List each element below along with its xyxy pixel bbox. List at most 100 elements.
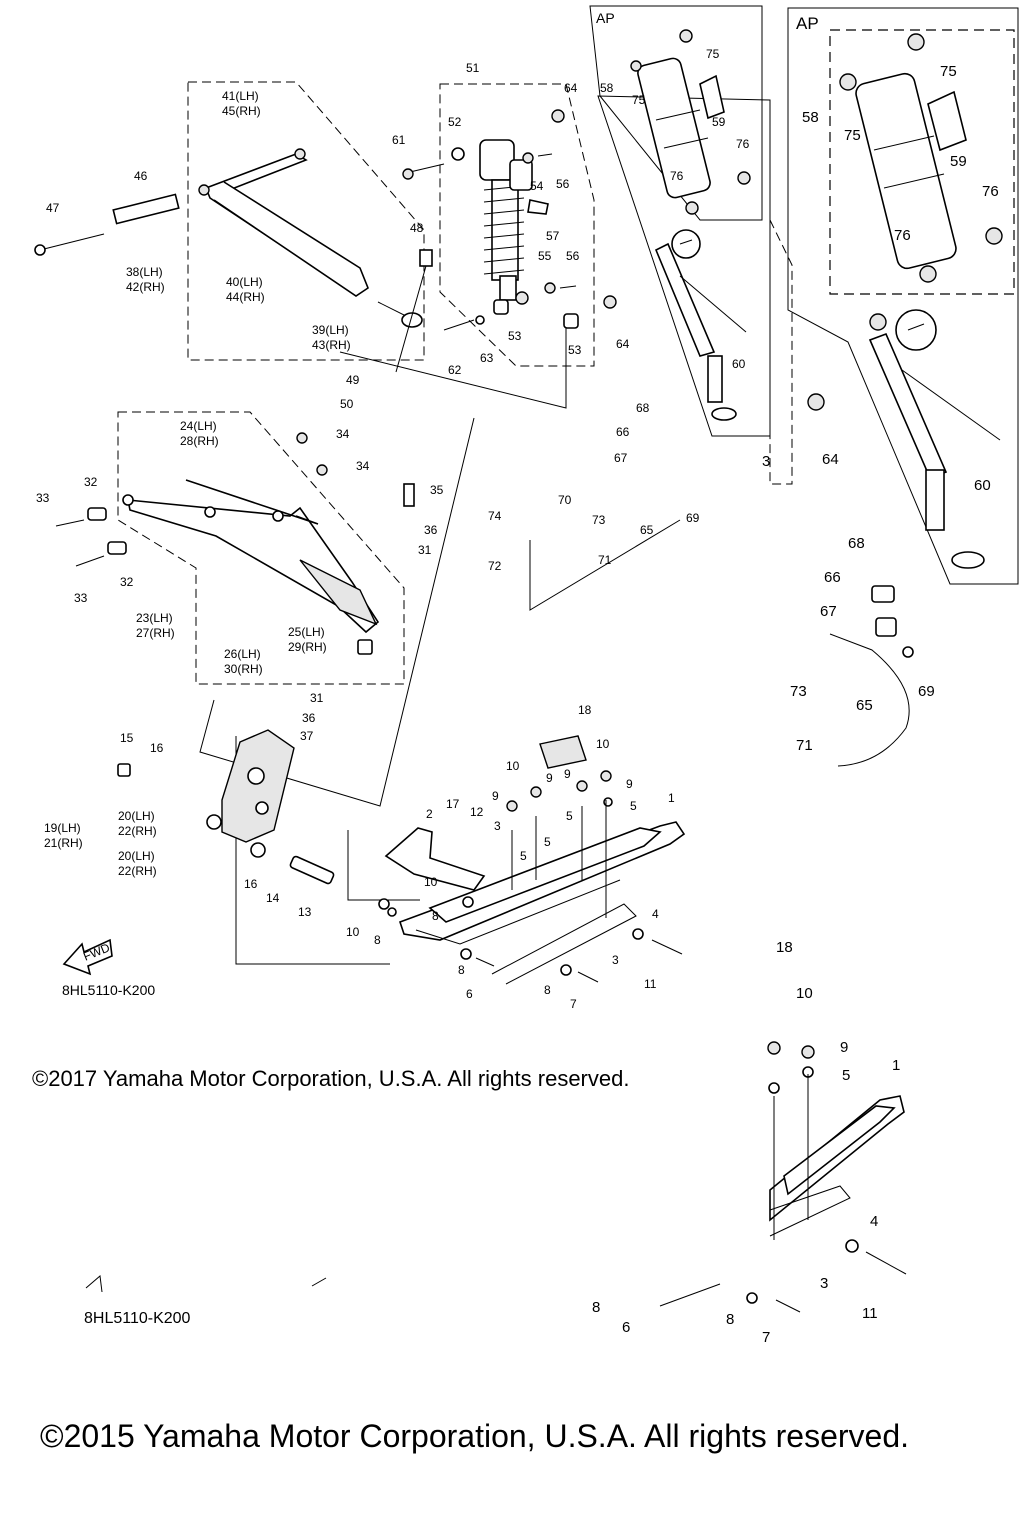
svg-text:9: 9 bbox=[492, 789, 499, 803]
lower-a-arm bbox=[122, 479, 380, 634]
bolt-33b bbox=[75, 555, 105, 567]
svg-text:14: 14 bbox=[266, 891, 280, 905]
svg-text:60: 60 bbox=[732, 357, 746, 371]
svg-text:4: 4 bbox=[870, 1213, 878, 1230]
svg-text:20(LH): 20(LH) bbox=[118, 809, 155, 823]
svg-text:25(LH): 25(LH) bbox=[288, 625, 325, 639]
ap-adjuster-large bbox=[868, 309, 1001, 569]
fwd-arrow-icon: FWD bbox=[62, 938, 113, 976]
collar-54 bbox=[522, 152, 534, 164]
svg-text:49: 49 bbox=[346, 373, 360, 387]
svg-text:10: 10 bbox=[346, 925, 360, 939]
svg-text:2: 2 bbox=[426, 807, 433, 821]
svg-text:39(LH): 39(LH) bbox=[312, 323, 349, 337]
svg-text:32: 32 bbox=[120, 575, 134, 589]
svg-text:6: 6 bbox=[466, 987, 473, 1001]
bush-53a bbox=[493, 299, 509, 315]
svg-text:33: 33 bbox=[74, 591, 88, 605]
svg-text:54: 54 bbox=[530, 179, 544, 193]
lower-arm-group-box bbox=[117, 411, 405, 685]
svg-text:71: 71 bbox=[796, 737, 813, 754]
bushing-46 bbox=[112, 193, 180, 225]
callouts-top: 41(LH) 45(RH) 46 47 38(LH) 42(RH) 40(LH)… bbox=[36, 47, 750, 1011]
svg-text:17: 17 bbox=[446, 797, 460, 811]
svg-text:9: 9 bbox=[840, 1039, 848, 1056]
brake-cable-large bbox=[829, 585, 914, 767]
svg-text:67: 67 bbox=[614, 451, 628, 465]
ap-label-small: AP bbox=[596, 10, 615, 26]
pin-13 bbox=[289, 855, 335, 885]
bush-25 bbox=[357, 639, 373, 655]
svg-text:33: 33 bbox=[36, 491, 50, 505]
ski-large bbox=[659, 1041, 907, 1313]
bolt-56b bbox=[559, 285, 577, 289]
svg-text:5: 5 bbox=[842, 1067, 850, 1084]
svg-text:76: 76 bbox=[982, 183, 999, 200]
copyright-2015: ©2015 Yamaha Motor Corporation, U.S.A. A… bbox=[40, 1418, 910, 1454]
svg-text:28(RH): 28(RH) bbox=[180, 434, 219, 448]
svg-text:20(LH): 20(LH) bbox=[118, 849, 155, 863]
svg-text:64: 64 bbox=[822, 451, 839, 468]
cap-64a bbox=[551, 109, 565, 123]
svg-text:5: 5 bbox=[566, 809, 573, 823]
svg-text:75: 75 bbox=[706, 47, 720, 61]
bushing-32b bbox=[107, 541, 127, 555]
connector-line-1 bbox=[199, 417, 475, 807]
cap-34a bbox=[296, 432, 308, 444]
svg-text:75: 75 bbox=[632, 93, 646, 107]
bushing-15 bbox=[117, 763, 131, 777]
dash-connector bbox=[769, 219, 793, 485]
svg-text:23(LH): 23(LH) bbox=[136, 611, 173, 625]
svg-text:19(LH): 19(LH) bbox=[44, 821, 81, 835]
cap-34b bbox=[316, 464, 328, 476]
svg-text:26(LH): 26(LH) bbox=[224, 647, 261, 661]
svg-text:13: 13 bbox=[298, 905, 312, 919]
svg-text:45(RH): 45(RH) bbox=[222, 104, 261, 118]
shock-absorber bbox=[479, 139, 549, 305]
nut-55 bbox=[544, 282, 556, 294]
svg-text:57: 57 bbox=[546, 229, 560, 243]
svg-text:69: 69 bbox=[918, 683, 935, 700]
svg-text:53: 53 bbox=[568, 343, 582, 357]
svg-text:47: 47 bbox=[46, 201, 60, 215]
svg-text:4: 4 bbox=[652, 907, 659, 921]
svg-text:6: 6 bbox=[622, 1319, 630, 1336]
svg-text:29(RH): 29(RH) bbox=[288, 640, 327, 654]
svg-text:60: 60 bbox=[974, 477, 991, 494]
svg-text:59: 59 bbox=[712, 115, 726, 129]
cap-64-large bbox=[807, 393, 825, 411]
svg-text:5: 5 bbox=[544, 835, 551, 849]
svg-text:22(RH): 22(RH) bbox=[118, 864, 157, 878]
upper-arm-group-box bbox=[187, 81, 425, 361]
svg-text:3: 3 bbox=[820, 1275, 828, 1292]
svg-text:32: 32 bbox=[84, 475, 98, 489]
svg-text:34: 34 bbox=[356, 459, 370, 473]
svg-text:31: 31 bbox=[310, 691, 324, 705]
svg-text:10: 10 bbox=[506, 759, 520, 773]
svg-text:72: 72 bbox=[488, 559, 502, 573]
svg-text:36: 36 bbox=[424, 523, 438, 537]
svg-text:10: 10 bbox=[596, 737, 610, 751]
bolt-61 bbox=[409, 163, 445, 173]
svg-text:64: 64 bbox=[564, 81, 578, 95]
svg-text:63: 63 bbox=[480, 351, 494, 365]
svg-text:7: 7 bbox=[762, 1329, 770, 1346]
svg-text:59: 59 bbox=[950, 153, 967, 170]
svg-text:68: 68 bbox=[636, 401, 650, 415]
ap-label-large: AP bbox=[796, 14, 819, 33]
svg-text:48: 48 bbox=[410, 221, 424, 235]
bolt-56a bbox=[537, 153, 553, 157]
svg-text:3: 3 bbox=[762, 453, 770, 470]
ap-adjuster-small bbox=[654, 229, 747, 421]
svg-text:35: 35 bbox=[430, 483, 444, 497]
ap-shock-large bbox=[839, 33, 1003, 283]
svg-text:18: 18 bbox=[578, 703, 592, 717]
copyright-2017: ©2017 Yamaha Motor Corporation, U.S.A. A… bbox=[32, 1066, 630, 1091]
bolt-47 bbox=[34, 233, 105, 256]
svg-text:8: 8 bbox=[374, 933, 381, 947]
svg-text:9: 9 bbox=[546, 771, 553, 785]
svg-text:8: 8 bbox=[544, 983, 551, 997]
nut-63 bbox=[475, 315, 485, 325]
svg-text:10: 10 bbox=[796, 985, 813, 1002]
